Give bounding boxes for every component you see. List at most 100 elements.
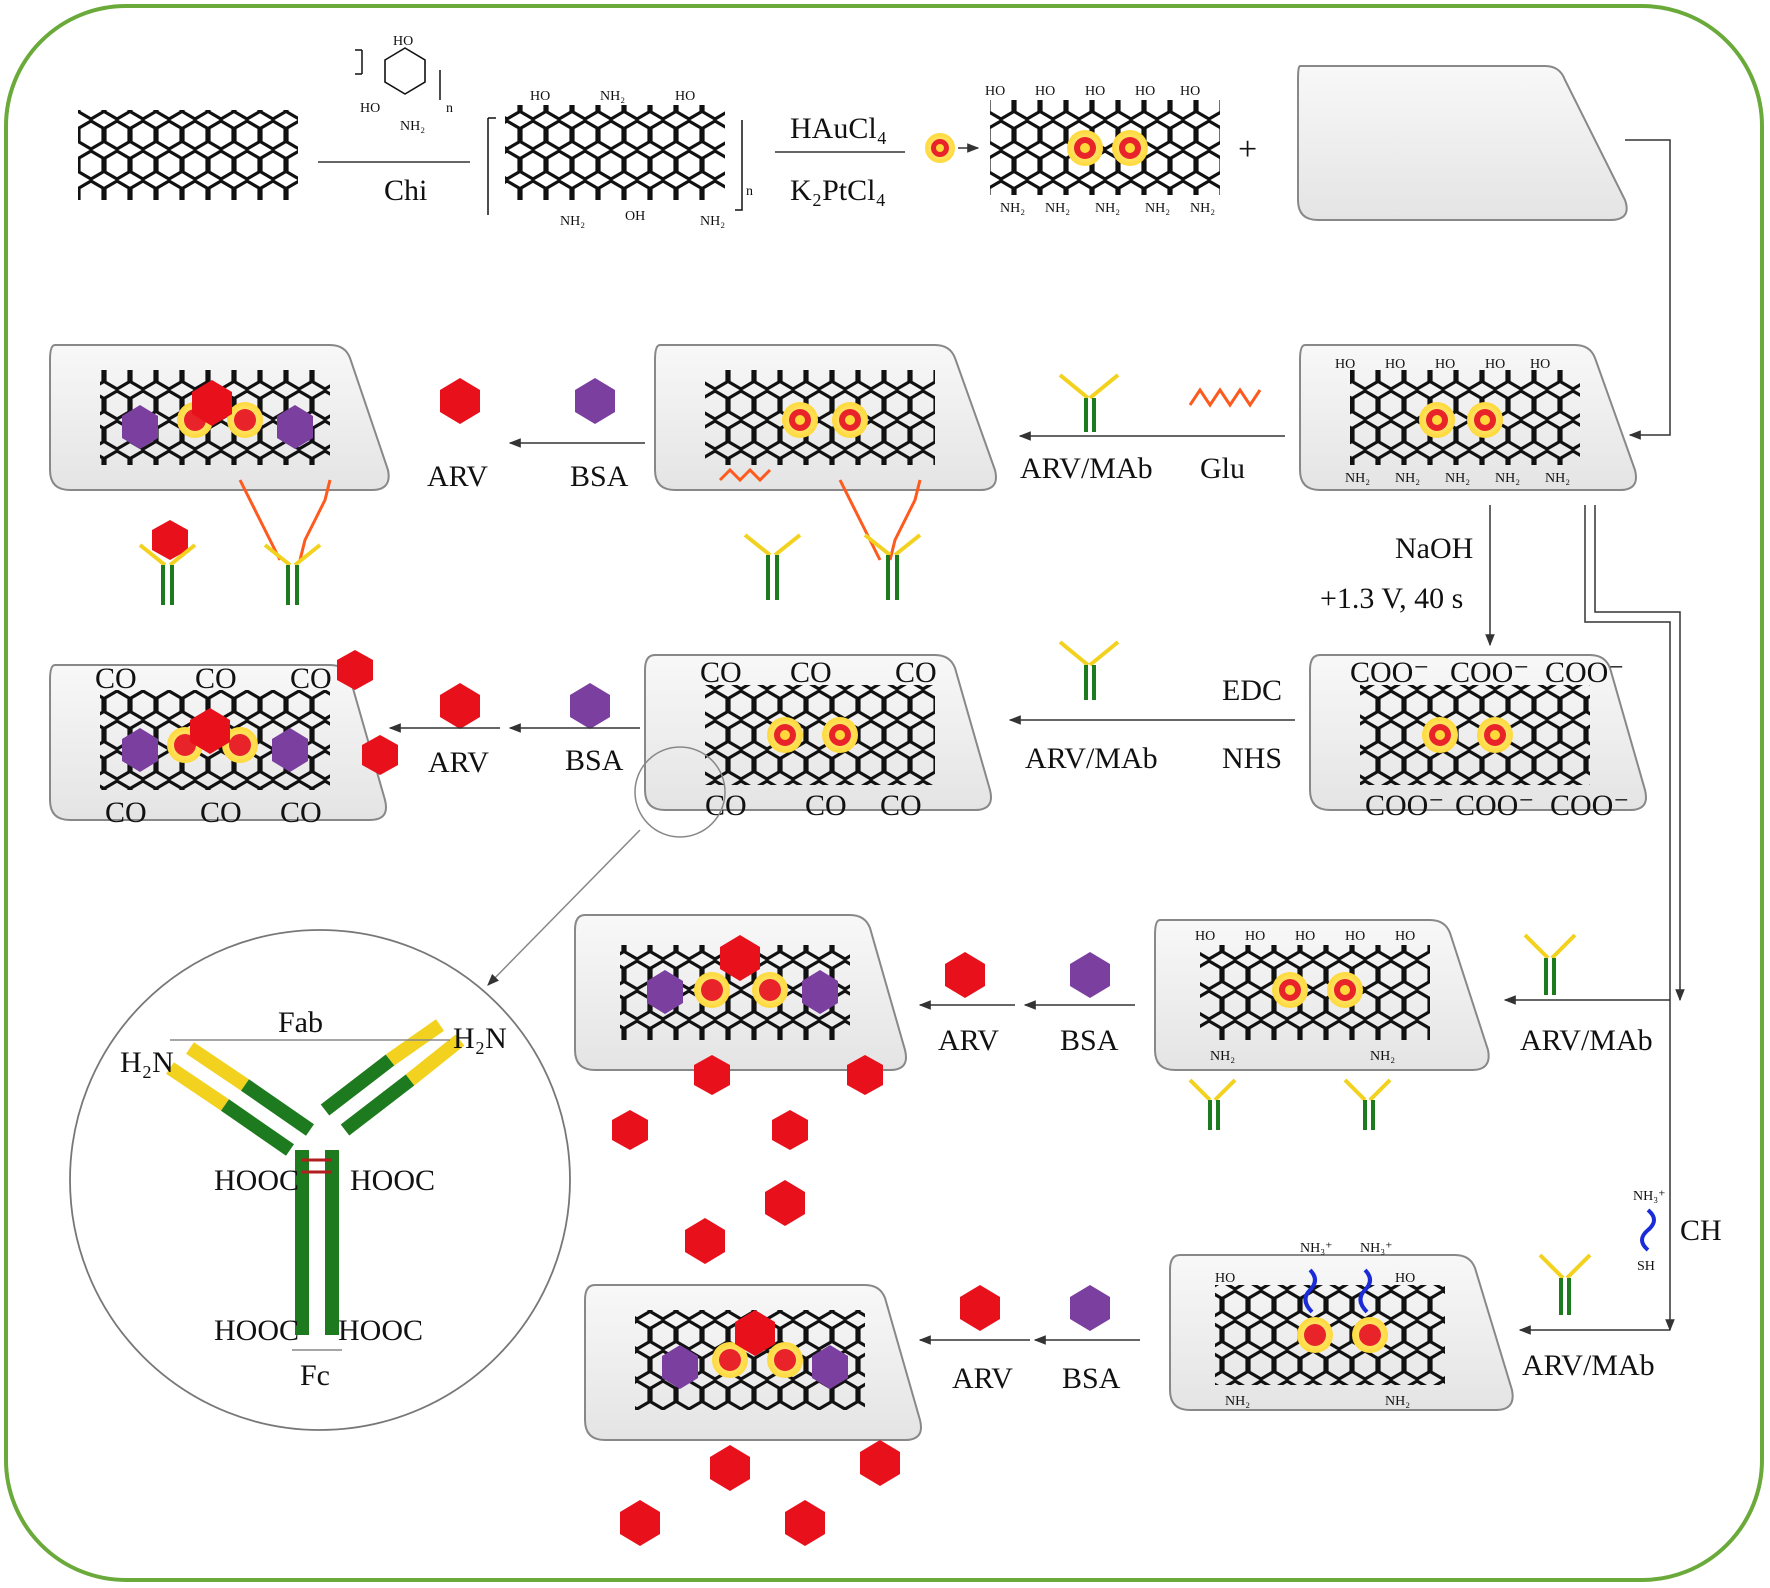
nh2-label: NH₂ (1545, 471, 1570, 486)
connector-line (1594, 505, 1685, 1002)
antibody-icon (1343, 1078, 1392, 1130)
connector-line (1625, 139, 1671, 440)
cysteamine-icon (1640, 1208, 1656, 1252)
ho-label: HO (1385, 357, 1405, 372)
reagent-nhs-label: NHS (1222, 742, 1282, 775)
bsa-molecule-icon (1070, 1285, 1110, 1331)
electrode-glu-antibody (654, 344, 997, 561)
ho-label: HO (1085, 84, 1105, 99)
co-label: CO (290, 662, 332, 695)
oh-label: OH (625, 209, 645, 224)
nh2-label: NH₂ (1095, 201, 1120, 216)
aupt-graphene-composite: HO HO HO HO HO NH₂ NH₂ NH₂ NH₂ NH₂ (985, 84, 1220, 216)
nh2-label: NH₂ (1145, 201, 1170, 216)
co-label: CO (805, 789, 847, 822)
co-label: CO (700, 656, 742, 689)
nh2-label: NH₂ (1210, 1049, 1235, 1064)
co-label: CO (790, 656, 832, 689)
nh2-label: NH₂ (1370, 1049, 1395, 1064)
reagent-naoh-label: NaOH (1395, 532, 1473, 565)
ho-label: HO (1195, 929, 1215, 944)
graphene-chitosan-composite: HO NH₂ HO NH₂ OH NH₂ n (487, 89, 753, 229)
reagent-k2ptcl4-label: K₂PtCl₄ (790, 174, 886, 207)
arv-virion-icon (945, 952, 985, 998)
h2n-label-left: H₂N (120, 1046, 174, 1079)
arv-virion-icon (960, 1285, 1000, 1331)
ho-label: HO (1245, 929, 1265, 944)
ho-label: HO (1180, 84, 1200, 99)
nh2-label: NH₂ (1395, 471, 1420, 486)
reagent-arv-mab-label: ARV/MAb (1025, 742, 1158, 775)
reagent-arv-label: ARV (428, 746, 489, 779)
reagent-chi-label: Chi (384, 174, 427, 207)
nh2-label: NH₂ (1385, 1394, 1410, 1409)
hooc-label-bottom-left: HOOC (214, 1314, 299, 1347)
ho-label: HO (675, 89, 695, 104)
chitosan-nh2-label: NH₂ (400, 119, 425, 134)
coo-label: COO⁻ (1365, 789, 1444, 822)
reagent-arv-label: ARV (952, 1362, 1013, 1395)
ho-label: HO (1035, 84, 1055, 99)
glutaraldehyde-icon (1188, 387, 1262, 408)
reagent-bsa-label: BSA (1060, 1024, 1119, 1057)
sh-label: SH (1637, 1259, 1655, 1274)
bare-electrode (1297, 65, 1628, 221)
co-label: CO (895, 656, 937, 689)
graphene-sheet-icon (78, 110, 298, 200)
connector-line (1584, 505, 1675, 1332)
coo-label: COO⁻ (1550, 789, 1629, 822)
nh2-label: NH₂ (600, 89, 625, 104)
reagent-arv-mab-label: ARV/MAb (1522, 1349, 1655, 1382)
electrode-carboxyl: COO⁻ COO⁻ COO⁻ COO⁻ COO⁻ COO⁻ (1309, 654, 1647, 822)
antibody-icon (743, 533, 802, 600)
nh2-label: NH₂ (1045, 201, 1070, 216)
nh2-label: NH₂ (560, 214, 585, 229)
chitosan-ho-label: HO (393, 34, 413, 49)
coo-label: COO⁻ (1350, 656, 1429, 689)
ho-label: HO (1395, 929, 1415, 944)
electrode-edc-final: CO CO CO CO CO CO (49, 650, 398, 829)
nh2-label: NH₂ (1225, 1394, 1250, 1409)
nh2-label: NH₂ (1345, 471, 1370, 486)
ho-label: HO (1335, 357, 1355, 372)
nh2-label: NH₂ (1000, 201, 1025, 216)
antibody-icon (1058, 640, 1120, 700)
electrode-cysteamine: NH₃⁺ NH₃⁺ HO HO NH₂ NH₂ (1169, 1241, 1514, 1411)
bsa-molecule-icon (1070, 952, 1110, 998)
nh2-label: NH₂ (1495, 471, 1520, 486)
reagent-bsa-label: BSA (570, 460, 629, 493)
co-label: CO (195, 662, 237, 695)
reagent-bsa-label: BSA (565, 744, 624, 777)
ho-label: HO (1485, 357, 1505, 372)
hooc-label-left: HOOC (214, 1164, 299, 1197)
fab-label: Fab (278, 1006, 323, 1039)
ho-label: HO (1295, 929, 1315, 944)
potential-label: +1.3 V, 40 s (1320, 582, 1463, 615)
co-label: CO (705, 789, 747, 822)
nh2-label: NH₂ (1190, 201, 1215, 216)
chitosan-structure: HO HO NH₂ n (355, 34, 453, 134)
ho-label: HO (1530, 357, 1550, 372)
nh3-label: NH₃⁺ (1300, 1241, 1333, 1256)
antibody-icon (1523, 933, 1577, 995)
arv-virion-icon (440, 378, 480, 424)
chitosan-n-label: n (446, 101, 453, 116)
reagent-ch-label: CH (1680, 1214, 1722, 1247)
coo-label: COO⁻ (1450, 656, 1529, 689)
ho-label: HO (1395, 1271, 1415, 1286)
polymer-n-label: n (746, 184, 753, 199)
ho-label: HO (1345, 929, 1365, 944)
arv-virion-icon (440, 683, 480, 729)
reagent-edc-label: EDC (1222, 674, 1282, 707)
antibody-icon (1058, 373, 1120, 432)
reagent-arv-label: ARV (938, 1024, 999, 1057)
bsa-molecule-icon (570, 683, 610, 729)
zoom-callout-circle (634, 746, 726, 838)
antibody-detail-icon (166, 1019, 465, 1335)
antibody-detail-circle (69, 929, 571, 1431)
bsa-molecule-icon (575, 378, 615, 424)
antibody-icon (863, 533, 922, 600)
antibody-icon (1538, 1253, 1592, 1315)
reagent-arv-mab-label: ARV/MAb (1520, 1024, 1653, 1057)
